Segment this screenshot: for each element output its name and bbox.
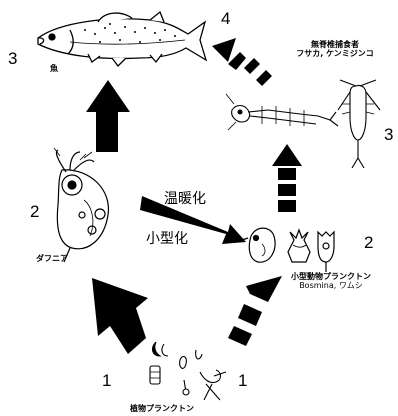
- label-small-zooplankton-line1: 小型動物プランクトン: [276, 272, 386, 281]
- stage-number-top: 4: [221, 10, 230, 27]
- text-warming: 温暖化: [164, 192, 206, 206]
- arrow-predator-to-fish-dashed: [212, 38, 272, 86]
- arrow-daphnia-to-fish: [86, 80, 130, 152]
- stage-number-predator: 3: [384, 126, 393, 143]
- stage-number-phyto-right: 1: [238, 372, 247, 389]
- arrow-phyto-to-small-zooplankton-dashed: [228, 276, 282, 346]
- stage-number-fish: 3: [8, 50, 17, 67]
- label-predator-line2: フサカ, ケンミジンコ: [272, 49, 398, 58]
- label-predator: 無脊椎捕食者 フサカ, ケンミジンコ: [272, 40, 398, 58]
- label-daphnia: ダフニア: [36, 254, 68, 263]
- arrow-small-zooplankton-to-predator-dashed: [272, 144, 302, 212]
- stage-number-small-zooplankton: 2: [364, 234, 373, 251]
- stage-number-phyto-left: 1: [102, 372, 111, 389]
- label-predator-line1: 無脊椎捕食者: [272, 40, 398, 49]
- arrow-phyto-to-daphnia: [92, 278, 148, 354]
- predator-illustration: [226, 80, 380, 168]
- stage-number-daphnia: 2: [30, 203, 39, 220]
- daphnia-illustration: [54, 148, 108, 262]
- label-small-zooplankton: 小型動物プランクトン Bosmina, ワムシ: [276, 272, 386, 290]
- text-smaller: 小型化: [146, 232, 188, 246]
- small-zooplankton-illustration: [242, 228, 334, 272]
- fish-illustration: [38, 12, 206, 66]
- label-phytoplankton: 植物プランクトン: [130, 404, 194, 413]
- label-fish: 魚: [50, 64, 58, 73]
- phytoplankton-illustration: [150, 342, 226, 400]
- label-small-zooplankton-line2: Bosmina, ワムシ: [276, 281, 386, 290]
